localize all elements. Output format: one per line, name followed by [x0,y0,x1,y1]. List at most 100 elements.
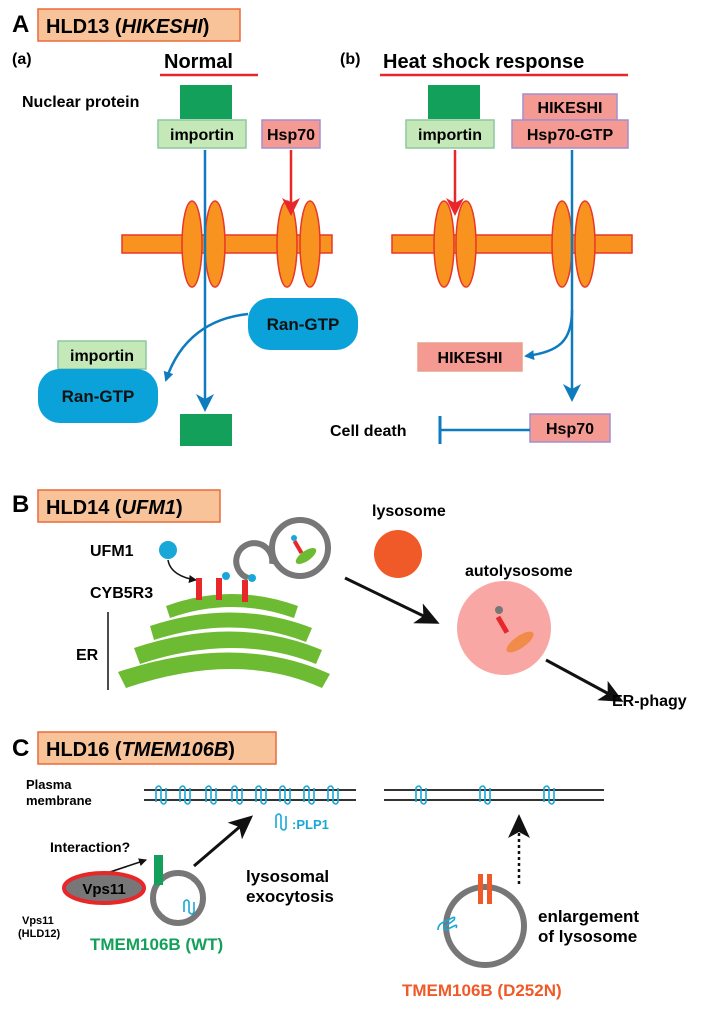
cyb5r3-label: CYB5R3 [90,585,153,602]
panel-c-title: HLD16 (TMEM106B) [46,739,235,761]
hikeshi-release-arrow [524,309,574,361]
panel-c-letter: C [12,735,29,762]
ran-gtp-cytoplasm-label: Ran-GTP [62,387,135,406]
panel-a-letter: A [12,11,29,38]
plp1-icon [205,785,217,805]
hsp70-nuclear-label: Hsp70 [546,421,594,438]
subpanel-a-label: (a) [12,51,32,68]
membrane-label: membrane [26,793,92,808]
cyb5r3-ufm1-dot-2 [222,572,230,580]
autolysosome-cargo [506,631,534,653]
autophagosome-er-fragment [295,547,317,565]
autophagosome-cyb5r3 [292,539,304,555]
subpanel-b-label: (b) [340,51,360,68]
plp1-wt-group [155,785,339,805]
of-lysosome-label: of lysosome [538,927,637,946]
hikeshi-released-box [417,342,523,372]
ran-gtp-nuclear-label: Ran-GTP [267,315,340,334]
importin-label-b: importin [418,127,482,144]
hld12-label: (HLD12) [18,928,61,940]
ran-gtp-cytoplasm [38,369,158,423]
ran-gtp-nuclear [248,298,358,350]
tmem106b-wt-label: TMEM106B (WT) [90,935,223,954]
tmem106b-mut-protein-2 [487,874,492,904]
hikeshi-label: HIKESHI [538,100,603,117]
plp1-icon [303,785,315,805]
autophagosome-ufm1 [291,535,297,541]
hikeshi-box [522,93,618,121]
panel-c-title-box [37,731,277,765]
er-sheet-3 [134,631,322,664]
interaction-label: Interaction? [50,839,130,855]
er-sheet-2 [150,612,312,642]
pore-a1-left [181,200,203,288]
importin-box-b [405,119,495,149]
lysosome [374,530,422,578]
fusion-arrow [344,576,440,624]
panel-a-title: HLD13 (HIKESHI) [46,16,209,38]
lysosome-label: lysosome [372,503,446,520]
er-sheet-4 [118,652,330,688]
importin-label: importin [170,127,234,144]
panel-c: C HLD16 (TMEM106B) Plasma membrane :PL [12,731,639,1000]
plp1-mut-lysosome-icon [437,916,458,931]
hsp70-label: Hsp70 [267,127,315,144]
pore-a2-right [299,200,321,288]
exocytosis-arrow [193,815,254,868]
importin-exported-box [57,340,147,370]
cyb5r3-ufm1-dot-3 [248,574,256,582]
heat-shock-heading: Heat shock response [383,51,584,73]
pore-b2-left [551,200,573,288]
plp1-icon [279,785,291,805]
ufm1-label: UFM1 [90,543,134,560]
plp1-icon [231,785,243,805]
degradation-arrow [545,658,624,702]
pore-b1-right [455,200,477,288]
hsp70-box [261,119,321,149]
panel-b-title: HLD14 (UFM1) [46,497,183,519]
autolysosome-cyb5r3 [495,615,510,634]
autophagosome [269,517,331,579]
nuclear-protein-block [180,85,232,119]
plp1-lysosome-icon [183,899,195,915]
hikeshi-released-label: HIKESHI [438,350,503,367]
er-label: ER [76,647,99,664]
plp1-icon [543,785,555,805]
panel-b-letter: B [12,491,29,518]
panel-a: A HLD13 (HIKESHI) (a) (b) Normal Heat sh… [12,8,633,446]
lysosomal-label: lysosomal [246,867,329,886]
nuclear-protein-label: Nuclear protein [22,94,139,111]
tmem106b-wt-protein [154,855,163,885]
vps11-small-label: Vps11 [22,915,54,927]
plp1-icon [479,785,491,805]
ufm1-dot [159,541,177,559]
tmem106b-mut-label: TMEM106B (D252N) [402,981,562,1000]
exocytosis-label: exocytosis [246,887,334,906]
hsp70-nuclear-box [529,413,611,443]
vps11-label: Vps11 [82,881,125,898]
hsp70-gtp-box [511,119,629,149]
panel-a-title-box [37,8,241,42]
hsp70-gtp-label: Hsp70-GTP [527,127,614,144]
plp1-icon [179,785,191,805]
panel-b-title-box [37,489,221,523]
ran-gtp-export-arrow [163,312,249,382]
importin-box [157,119,247,149]
plp1-mut-group [415,785,555,805]
plp1-icon [415,785,427,805]
cyb5r3-mark-2 [216,578,222,600]
nuclear-membrane-b [391,234,633,254]
phagophore [233,540,276,581]
cyb5r3-mark-3 [242,580,248,602]
ufm1-conjugation-arrow [167,559,197,583]
plp1-legend-label: :PLP1 [292,817,329,832]
plp1-icon [327,785,339,805]
nuclear-protein-block-b [428,85,480,119]
lysosome-wt [150,870,206,926]
pore-b1-left [433,200,455,288]
panel-b: B HLD14 (UFM1) UFM1 CYB5R3 ER lysosome a… [12,489,687,710]
cyb5r3-mark-1 [196,578,202,600]
pore-b2-right [574,200,596,288]
plp1-icon [255,785,267,805]
